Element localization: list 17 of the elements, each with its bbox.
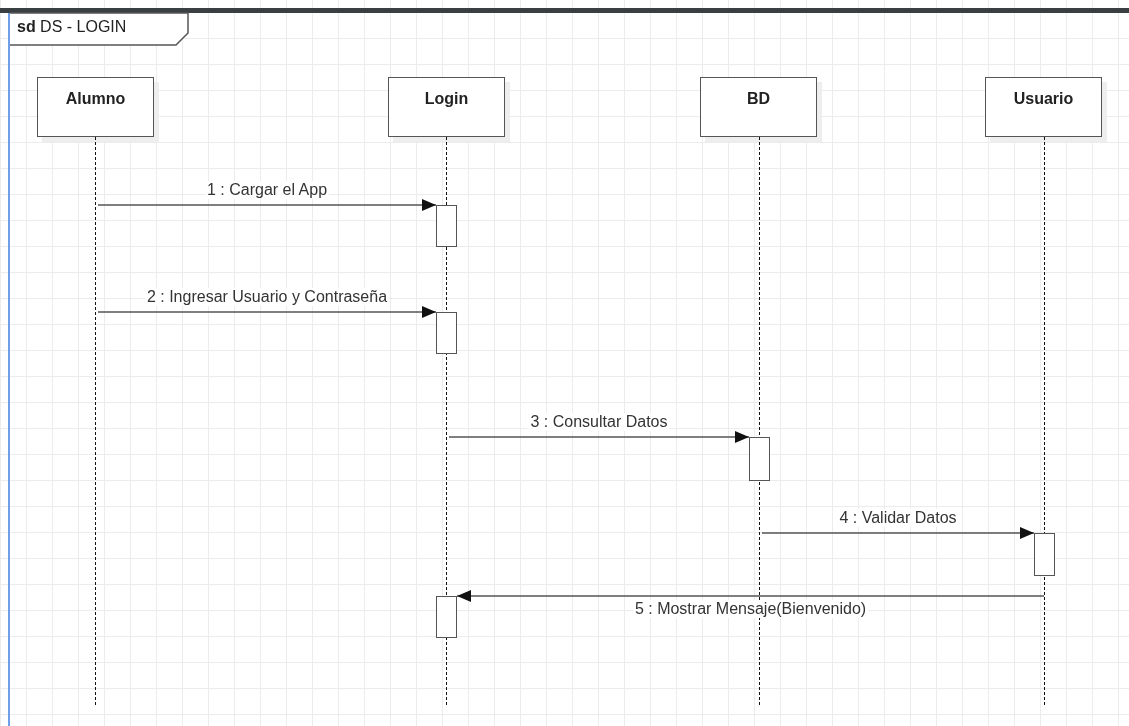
edge-label: 5 : Mostrar Mensaje(Bienvenido) <box>632 600 869 618</box>
edge-label: 2 : Ingresar Usuario y Contraseña <box>144 288 390 306</box>
message-arrow <box>448 431 750 443</box>
message-arrow <box>97 306 437 318</box>
activation-bar <box>436 596 457 638</box>
activation-bar <box>436 312 457 354</box>
diagram-title: sd DS - LOGIN <box>17 18 127 36</box>
message-arrow <box>456 590 1045 602</box>
activation-bar <box>1034 533 1055 576</box>
activation-bar <box>749 437 770 481</box>
edge-label: 1 : Cargar el App <box>204 181 330 199</box>
edge-label: 4 : Validar Datos <box>837 509 959 527</box>
message-arrow <box>97 199 437 211</box>
activation-bar <box>436 205 457 247</box>
lifeline <box>95 137 98 705</box>
edge-label: 3 : Consultar Datos <box>528 413 670 431</box>
message-arrow <box>761 527 1035 539</box>
